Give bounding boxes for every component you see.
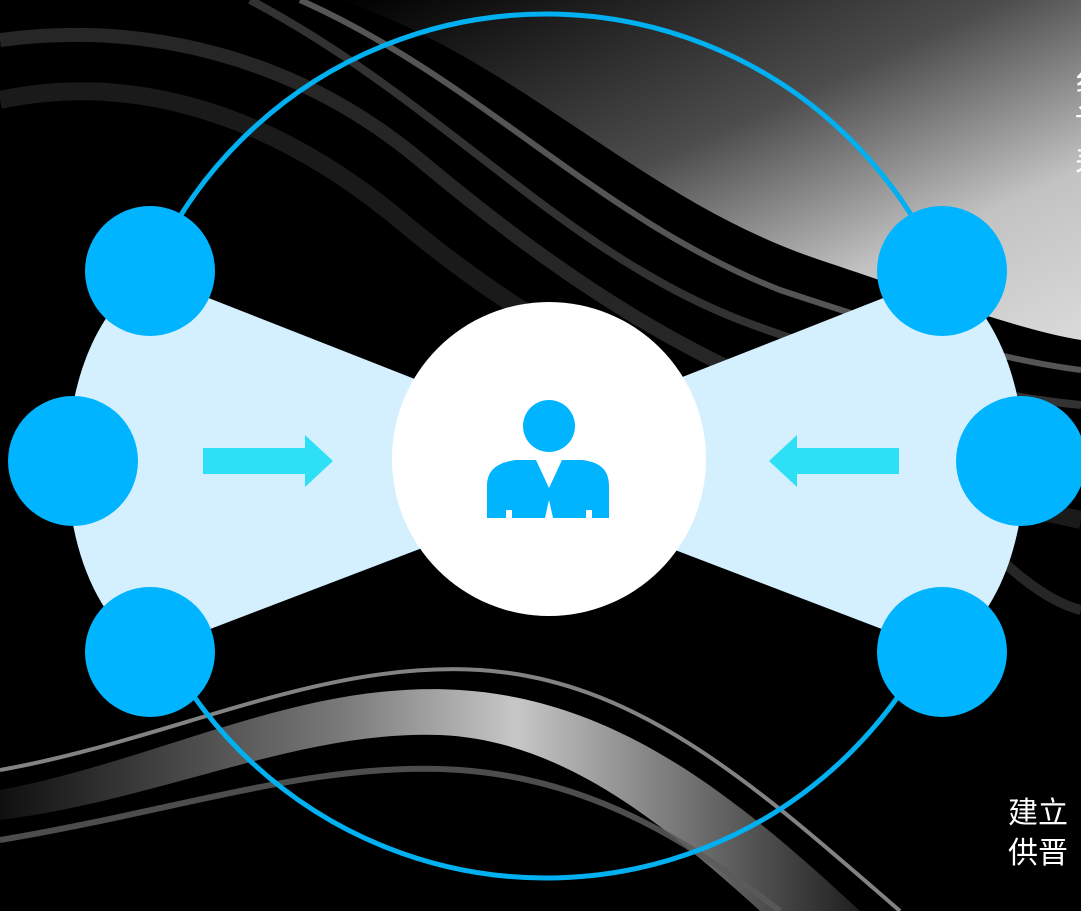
- text-top-line-2: 讠: [1075, 102, 1081, 142]
- text-top-line-1: 纟: [1075, 62, 1081, 102]
- node-right-top: [877, 206, 1007, 336]
- person-icon: [487, 400, 609, 518]
- text-block-bottom: 建立 供晋: [1008, 794, 1068, 874]
- arrow-left-icon: [769, 435, 899, 487]
- node-right-bottom: [877, 587, 1007, 717]
- arrow-right-icon: [203, 435, 333, 487]
- node-left-top: [85, 206, 215, 336]
- text-block-top: 纟 讠 耒: [1075, 62, 1081, 182]
- wave-bottom-band: [0, 689, 860, 911]
- center-circle: [392, 302, 706, 616]
- node-left-middle: [8, 396, 138, 526]
- wave-bottom-stripe-2: [0, 765, 782, 911]
- text-bottom-line-2: 供晋: [1008, 836, 1068, 871]
- wave-bottom-stripe-1: [0, 667, 902, 911]
- text-bottom-line-1: 建立: [1008, 796, 1068, 831]
- node-left-bottom: [85, 587, 215, 717]
- text-top-line-3: 耒: [1075, 142, 1081, 182]
- node-right-middle: [956, 396, 1081, 526]
